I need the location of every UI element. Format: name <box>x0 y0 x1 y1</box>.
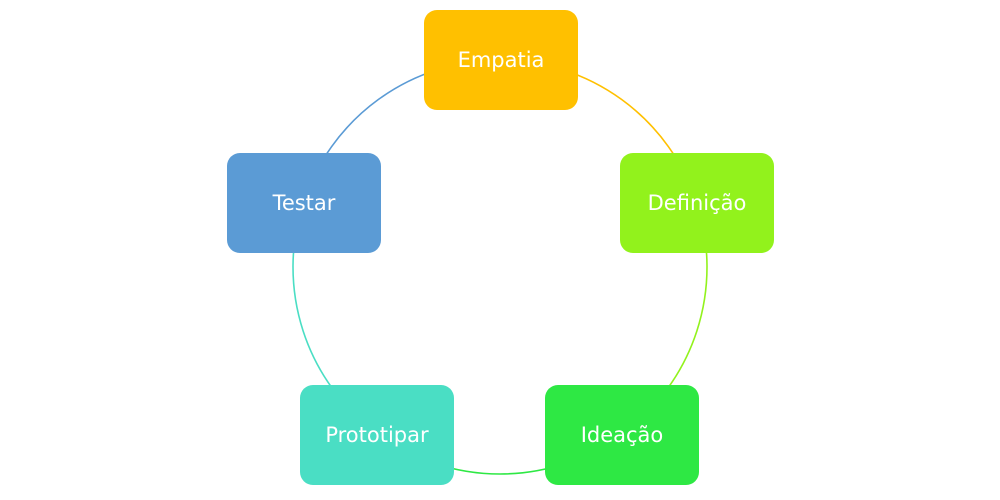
node-prototipar: Prototipar <box>300 385 454 485</box>
node-label: Prototipar <box>325 423 429 447</box>
node-label: Empatia <box>457 48 545 72</box>
node-testar: Testar <box>227 153 381 253</box>
node-definicao: Definição <box>620 153 774 253</box>
node-label: Definição <box>647 191 747 215</box>
node-label: Ideação <box>580 423 664 447</box>
node-label: Testar <box>272 191 336 215</box>
node-empatia: Empatia <box>424 10 578 110</box>
node-ideacao: Ideação <box>545 385 699 485</box>
